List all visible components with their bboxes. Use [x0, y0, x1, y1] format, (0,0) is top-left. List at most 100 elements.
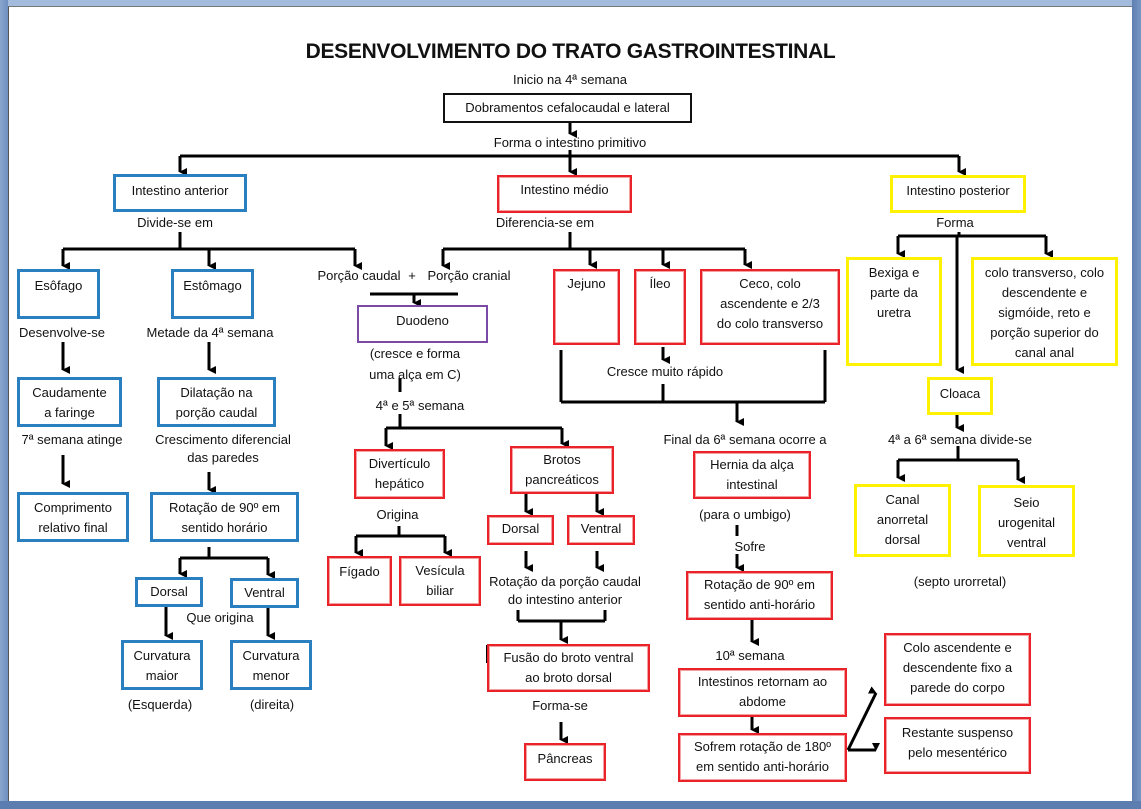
box-duodeno-text: Duodeno: [396, 313, 449, 328]
box-curv-maior-line2: maior: [145, 668, 179, 683]
box-seio-line1: Seio: [1013, 495, 1040, 510]
box-comprimento-line2: relativo final: [38, 520, 108, 535]
box-colo-line2: descendente e: [1001, 285, 1088, 300]
box-ileo-text: Íleo: [649, 276, 671, 291]
box-colo-line4: porção superior do: [990, 325, 1099, 340]
label-inicio: Inicio na 4ª semana: [513, 72, 627, 87]
box-rotacao-horario-line1: Rotação de 90º em: [169, 500, 280, 515]
label-crescimento-line2: das paredes: [187, 450, 259, 465]
box-canal-line3: dorsal: [884, 532, 921, 547]
label-crescimento-line1: Crescimento diferencial: [155, 432, 291, 447]
box-fusao-line1: Fusão do broto ventral: [503, 650, 634, 665]
box-suspenso-line1: Restante suspenso: [901, 725, 1014, 740]
box-rot90-line2: sentido anti-horário: [703, 597, 816, 612]
box-fusao-broto: Fusão do broto ventral ao broto dorsal: [487, 644, 650, 692]
label-4-5-semana: 4ª e 5ª semana: [375, 398, 465, 413]
window-frame-left: [0, 0, 8, 809]
box-ceco-line3: do colo transverso: [716, 316, 824, 331]
box-cloaca-text: Cloaca: [939, 386, 981, 401]
box-estomago: Estômago: [171, 269, 254, 319]
box-dorsal-pancreas: Dorsal: [487, 515, 554, 545]
label-forma-intestino: Forma o intestino primitivo: [493, 135, 647, 150]
window-frame-right: [1132, 0, 1141, 809]
box-brotos-pancreaticos: Brotos pancreáticos: [510, 446, 614, 494]
page-title: DESENVOLVIMENTO DO TRATO GASTROINTESTINA…: [305, 40, 836, 63]
label-divide-se: Divide-se em: [137, 215, 213, 230]
box-esofago-text: Esôfago: [34, 278, 83, 293]
box-colo-transverso: colo transverso, colo descendente e sigm…: [971, 257, 1118, 366]
box-rotacao-90-horario: Rotação de 90º em sentido horário: [150, 492, 299, 542]
box-dobramentos: Dobramentos cefalocaudal e lateral: [443, 93, 692, 123]
box-rot90-line1: Rotação de 90º em: [704, 577, 815, 592]
label-porcao-caudal: Porção caudal: [317, 268, 401, 283]
window-frame-top: [0, 0, 1141, 8]
label-10-semana: 10ª semana: [715, 648, 785, 663]
box-figado-text: Fígado: [339, 564, 380, 579]
box-pancreas-text: Pâncreas: [537, 751, 593, 766]
label-forma-se: Forma-se: [532, 698, 588, 713]
box-dilatacao: Dilatação na porção caudal: [157, 377, 276, 427]
box-hernia-alca: Hernia da alça intestinal: [693, 451, 811, 499]
label-para-umbigo: (para o umbigo): [699, 507, 791, 522]
box-duodeno: Duodeno: [357, 305, 488, 343]
box-retornam-line2: abdome: [739, 694, 786, 709]
box-vesicula-biliar: Vesícula biliar: [399, 556, 481, 606]
box-canal-line1: Canal: [885, 492, 920, 507]
box-dorsal-estomago-text: Dorsal: [150, 584, 188, 599]
box-restante-suspenso: Restante suspenso pelo mesentérico: [884, 717, 1031, 774]
box-esofago: Esôfago: [17, 269, 100, 319]
box-vesicula-line1: Vesícula: [415, 563, 465, 578]
box-jejuno: Jejuno: [553, 269, 620, 345]
box-bexiga: Bexiga e parte da uretra: [846, 257, 942, 366]
box-hernia-line1: Hernia da alça: [710, 457, 794, 472]
label-diferencia-se: Diferencia-se em: [495, 215, 595, 230]
box-colo-line3: sigmóide, reto e: [998, 305, 1091, 320]
label-desenvolve-se: Desenvolve-se: [19, 325, 105, 340]
label-cresce-forma-alca: (cresce e forma uma alça em C): [360, 343, 470, 385]
box-intestino-posterior-text: Intestino posterior: [906, 183, 1010, 198]
box-jejuno-text: Jejuno: [567, 276, 606, 291]
label-cresce-line1: (cresce e forma: [369, 346, 461, 361]
box-comprimento-line1: Comprimento: [33, 500, 113, 515]
box-diverticulo-hepatico: Divertículo hepático: [354, 449, 445, 499]
box-caudamente-line2: a faringe: [44, 405, 95, 420]
box-fixo-line2: descendente fixo a: [902, 660, 1013, 675]
box-retornam-line1: Intestinos retornam ao: [697, 674, 828, 689]
box-pancreas: Pâncreas: [524, 743, 606, 781]
box-brotos-line1: Brotos: [543, 452, 581, 467]
box-curv-menor-line2: menor: [252, 668, 290, 683]
label-esquerda: (Esquerda): [127, 697, 193, 712]
box-ventral-estomago-text: Ventral: [244, 585, 285, 600]
box-rot180-line1: Sofrem rotação de 180º: [694, 739, 831, 754]
box-rotacao-horario-line2: sentido horário: [181, 520, 268, 535]
box-dorsal-pancreas-text: Dorsal: [501, 521, 540, 536]
box-ventral-estomago: Ventral: [230, 578, 299, 608]
label-origina: Origina: [376, 507, 419, 522]
label-final-6-semana: Final da 6ª semana ocorre a: [663, 432, 827, 447]
box-caudamente-line1: Caudamente: [32, 385, 107, 400]
box-ceco-line2: ascendente e 2/3: [720, 296, 820, 311]
label-7-semana: 7ª semana atinge: [21, 432, 123, 447]
label-crescimento-diferencial: Crescimento diferencial das paredes: [148, 431, 298, 467]
label-plus: +: [408, 268, 416, 283]
box-seio-line3: ventral: [1006, 535, 1047, 550]
label-direita: (direita): [249, 697, 295, 712]
box-bexiga-line3: uretra: [877, 305, 911, 320]
box-rotacao-90-anti: Rotação de 90º em sentido anti-horário: [686, 571, 833, 620]
box-intestino-posterior: Intestino posterior: [890, 175, 1026, 213]
label-septo-urorretal: (septo urorretal): [913, 574, 1007, 589]
box-fixo-line3: parede do corpo: [910, 680, 1005, 695]
box-rot180-line2: em sentido anti-horário: [696, 759, 829, 774]
box-fusao-line2: ao broto dorsal: [525, 670, 612, 685]
box-colo-line5: canal anal: [1014, 345, 1075, 360]
box-colo-line1: colo transverso, colo: [984, 265, 1105, 280]
box-suspenso-line2: pelo mesentérico: [908, 745, 1007, 760]
label-cresce-muito-rapido: Cresce muito rápido: [606, 364, 724, 379]
box-vesicula-line2: biliar: [426, 583, 454, 598]
box-rotacao-180: Sofrem rotação de 180º em sentido anti-h…: [678, 733, 847, 782]
box-brotos-line2: pancreáticos: [525, 472, 599, 487]
box-intestino-anterior: Intestino anterior: [113, 174, 247, 212]
box-estomago-text: Estômago: [183, 278, 242, 293]
box-diverticulo-line2: hepático: [374, 476, 425, 491]
box-ceco-line1: Ceco, colo: [739, 276, 801, 291]
